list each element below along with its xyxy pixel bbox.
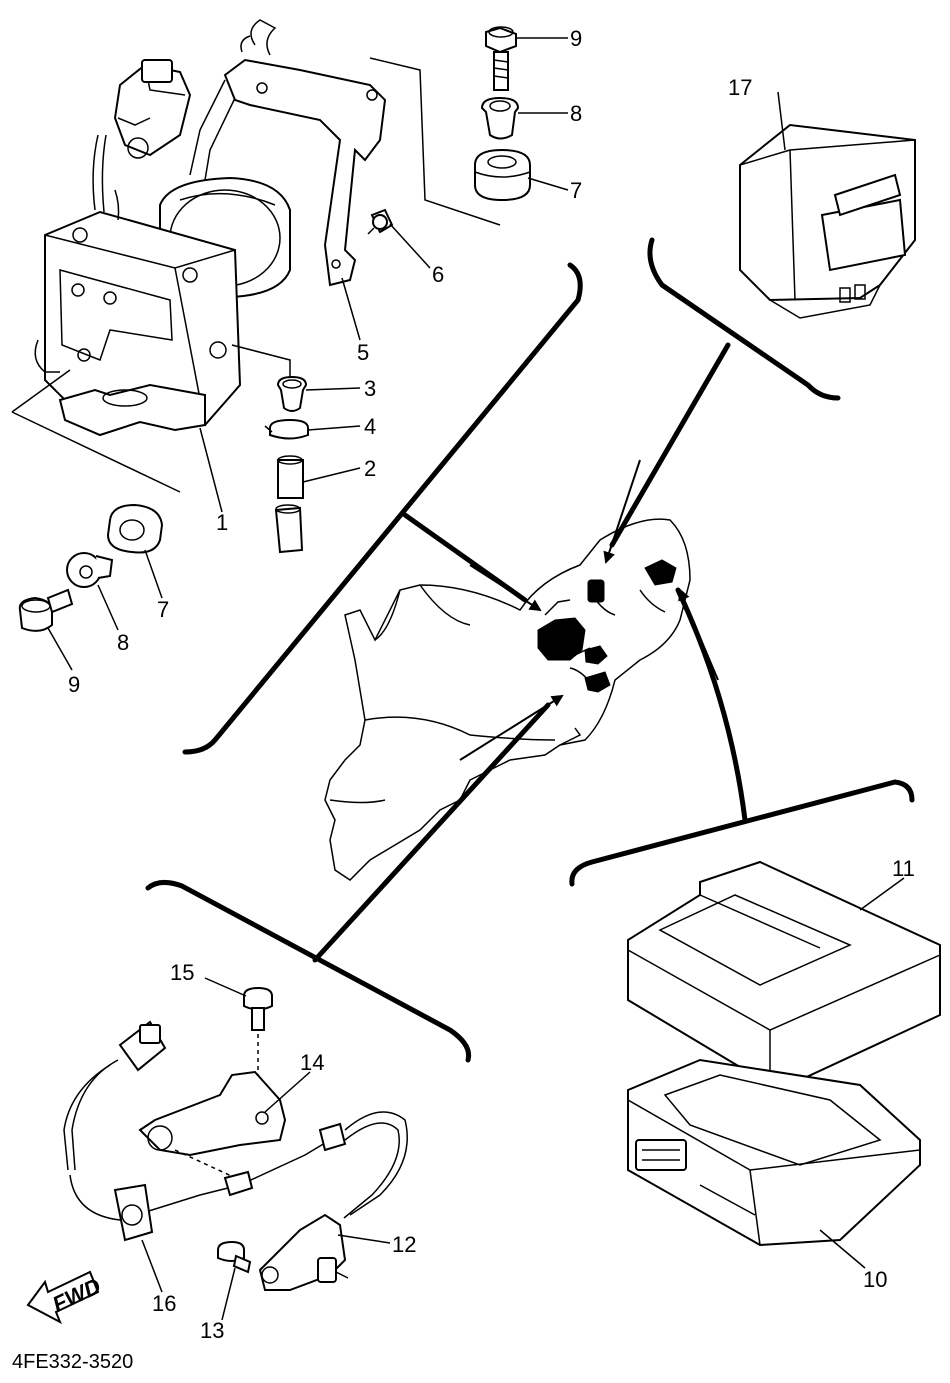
- grommet-7-upper: [474, 148, 531, 202]
- callout-4: 4: [364, 414, 376, 439]
- callout-16: 16: [152, 1291, 176, 1316]
- grommet-7-lower: [106, 503, 164, 554]
- leader-lines: [47, 37, 905, 1321]
- callout-9-lower: 9: [68, 672, 80, 697]
- fwd-arrow-icon: FWD: [26, 1270, 105, 1325]
- bolt-9-lower: [18, 588, 74, 632]
- cover-11: [627, 860, 941, 1087]
- collar-8-lower: [66, 552, 114, 588]
- bolt-9-upper: [485, 26, 517, 91]
- callout-11: 11: [892, 856, 915, 881]
- collar-8-upper: [480, 96, 520, 140]
- ecu-10: [627, 1058, 921, 1247]
- callout-12: 12: [392, 1232, 416, 1257]
- callout-2: 2: [364, 456, 376, 481]
- bolt-6: [367, 208, 394, 235]
- callout-17: 17: [728, 75, 752, 100]
- wheel-sensor-assembly: [63, 986, 408, 1291]
- callout-8-lower: 8: [117, 630, 129, 655]
- callout-15: 15: [170, 960, 194, 985]
- exploded-lines-upper: [11, 57, 501, 493]
- hose-fittings: [264, 375, 309, 554]
- module-17: [739, 123, 916, 319]
- callout-10: 10: [863, 1267, 887, 1292]
- callout-9-upper: 9: [570, 26, 582, 51]
- callout-6: 6: [432, 262, 444, 287]
- arrows: [459, 459, 719, 761]
- callout-3: 3: [364, 376, 376, 401]
- section-brackets: [145, 237, 915, 1063]
- callout-1: 1: [216, 510, 228, 535]
- diagram-code: 4FE332-3520: [12, 1351, 133, 1373]
- motorcycle-outline: [324, 518, 691, 881]
- callout-14: 14: [300, 1050, 324, 1075]
- mounting-bracket: [189, 19, 387, 287]
- callout-7-lower: 7: [157, 597, 169, 622]
- callout-7-upper: 7: [570, 178, 582, 203]
- callout-13: 13: [200, 1318, 224, 1343]
- hydraulic-unit: [34, 59, 291, 437]
- harness-components: [537, 559, 677, 693]
- callout-5: 5: [357, 340, 369, 365]
- callout-8-upper: 8: [570, 101, 582, 126]
- callout-labels: 9 8 7 6 5 3 4 2 1 7 8 9 17 11 10 12 15 1…: [68, 26, 915, 1343]
